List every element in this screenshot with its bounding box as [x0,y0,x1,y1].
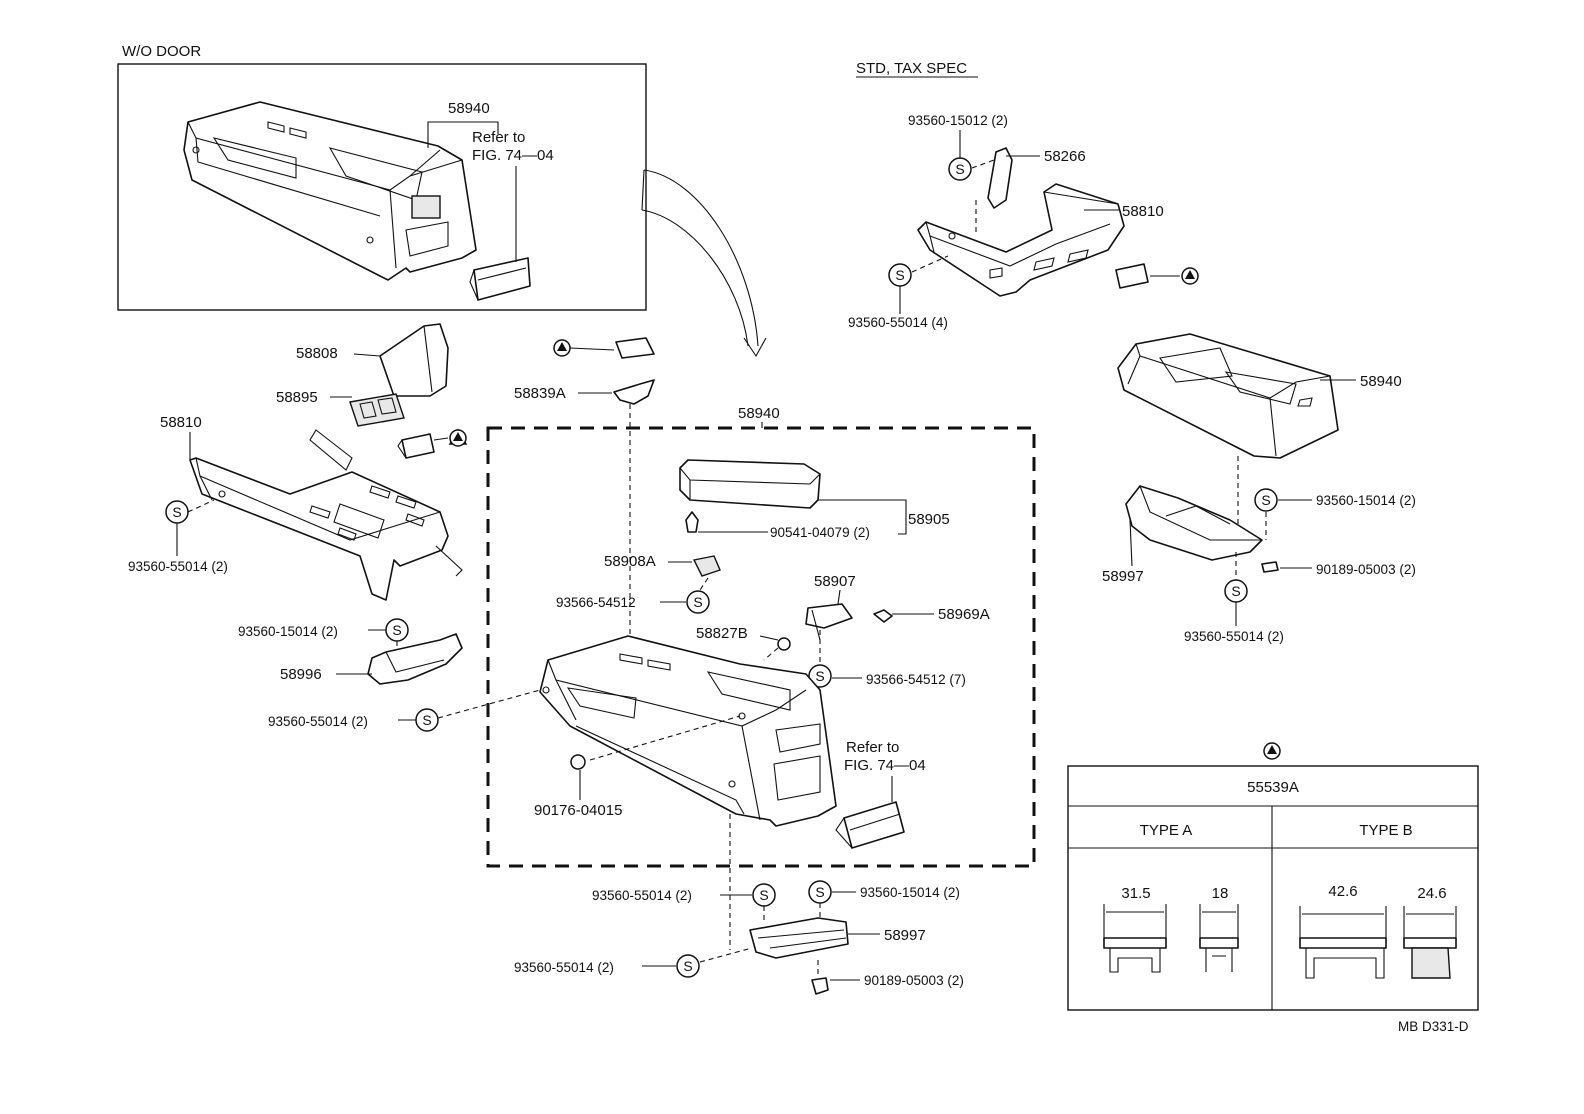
dim-a1: 31.5 [1121,885,1150,902]
clip-type-b-small [1403,906,1457,979]
std-58997-label: 58997 [1102,568,1144,585]
std-screw-a-label: 93560-15012 (2) [908,113,1008,128]
screw-icon: S [693,594,702,610]
table-part-no: 55539A [1247,779,1299,796]
screw-icon: S [895,267,904,283]
58908A-label: 58908A [604,553,656,570]
screw-icon: S [422,712,431,728]
std-58810-label: 58810 [1122,203,1164,220]
left-screw-b: 93560-15014 (2) S [238,618,409,660]
part-58908A: 58908A 93566-54512 S [556,553,721,614]
center-assembly-frame: 58940 [486,405,1036,868]
left-58810-label: 58810 [160,414,202,431]
58808-label: 58808 [296,345,338,362]
clip-type-a-small [1199,904,1239,972]
trim-panel-58810-left: 58810 [160,414,463,601]
58905-label: 58905 [908,511,950,528]
dim-a2: 18 [1212,885,1229,902]
cap-55539A-top [553,337,655,359]
58996-label: 58996 [280,666,322,683]
screw-icon: S [759,887,768,903]
shift-boot-58808: 58808 [296,323,449,397]
58839A-label: 58839A [514,385,566,402]
part-58827B: 58827B [696,625,791,661]
center-58940-label: 58940 [738,405,780,422]
bracket-58996: 58996 [280,633,463,685]
screw-93566b: S 93566-54512 (7) [808,664,966,688]
90176-label: 90176-04015 [534,802,622,819]
58827B-label: 58827B [696,625,748,642]
type-a-header: TYPE A [1140,822,1193,839]
ashtray-center: Refer to FIG. 74—04 [835,739,926,849]
93566a-label: 93566-54512 [556,595,636,610]
screw-icon: S [815,668,824,684]
without-door-inset: W/O DOOR 58940 Refer to FIG. 74—04 [117,43,647,311]
screw-icon: S [815,884,824,900]
bot-screw-b-label: 93560-15014 (2) [860,885,960,900]
clip-type-a-large [1103,904,1167,973]
58907-label: 58907 [814,573,856,590]
58969A-label: 58969A [938,606,990,623]
58266-label: 58266 [1044,148,1086,165]
screw-icon: S [392,622,401,638]
bot-90189-label: 90189-05003 (2) [864,973,964,988]
left-screw3-label: 93560-55014 (2) [268,714,368,729]
clip-58839A: 58839A [514,379,655,700]
std-upper-group: 93560-15012 (2) S 58266 58810 S 93560-55… [848,113,1199,330]
center-refer-label: Refer to [846,739,899,756]
console-box-drawing [183,101,477,281]
screw-icon: S [172,504,181,520]
wo-58940-label: 58940 [448,100,490,117]
std-90189-label: 90189-05003 (2) [1316,562,1416,577]
std-console-58940: 58940 [1117,333,1402,530]
dim-b1: 42.6 [1328,883,1357,900]
screw-icon: S [1231,583,1240,599]
clip-type-b-large [1299,906,1387,979]
std-screw-c-label: 93560-15014 (2) [1316,493,1416,508]
wo-fig-label: FIG. 74—04 [472,147,554,164]
center-fig-label: FIG. 74—04 [844,757,926,774]
plug-90176: 90176-04015 [534,754,622,819]
ashtray-drawing [469,257,531,301]
left-screw-label: 93560-55014 (2) [128,559,228,574]
type-b-header: TYPE B [1359,822,1412,839]
screw-icon: S [683,958,692,974]
hinge-58907: 58907 58969A [805,573,990,662]
std-tax-spec-title: STD, TAX SPEC [856,60,967,77]
std-58940-label: 58940 [1360,373,1402,390]
bot-58997-label: 58997 [884,927,926,944]
std-screw-b-label: 93560-55014 (4) [848,315,948,330]
screw-icon: S [1261,492,1270,508]
screw-icon: S [955,161,964,177]
center-bottom-group: 93560-55014 (2) S S 93560-15014 (2) 5899… [514,814,964,995]
bot-screw-c-label: 93560-55014 (2) [514,960,614,975]
93566b-label: 93566-54512 (7) [866,672,966,687]
bot-screw-a-label: 93560-55014 (2) [592,888,692,903]
90541-label: 90541-04079 (2) [770,525,870,540]
without-door-title: W/O DOOR [122,43,201,60]
left-screw-c: 93560-55014 (2) S [268,689,541,732]
without-door-frame [117,63,647,311]
cap-left [397,428,468,459]
wo-refer-label: Refer to [472,129,525,146]
armrest-lid-58905: 58905 90541-04079 (2) [679,459,950,540]
switch-58895: 58895 [276,389,405,427]
std-screw-d-label: 93560-55014 (2) [1184,629,1284,644]
std-tax-spec-title-group: STD, TAX SPEC [856,60,978,78]
dim-b2: 24.6 [1417,885,1446,902]
std-bracket-58997: 58997 S 93560-15014 (2) 90189-05003 (2) … [1102,485,1416,644]
left-screw2-label: 93560-15014 (2) [238,624,338,639]
58895-label: 58895 [276,389,318,406]
drawing-code: MB D331-D [1398,1019,1469,1034]
curved-arrow-icon [641,169,767,358]
type-table: 55539A TYPE A TYPE B 31.5 18 42.6 24.6 [1067,742,1479,1011]
console-box-center [539,635,837,827]
left-screw-a: S 93560-55014 (2) [128,499,228,574]
